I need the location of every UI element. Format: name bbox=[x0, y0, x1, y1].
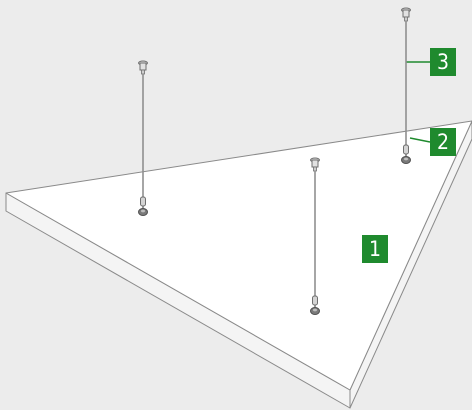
ceiling-fixing-body bbox=[402, 9, 410, 18]
ceiling-fixing-body bbox=[311, 159, 319, 168]
cable-gripper bbox=[140, 196, 146, 207]
leader-line-2 bbox=[409, 137, 431, 143]
panel-top-face bbox=[5, 120, 472, 391]
callout-badge-3: 3 bbox=[430, 48, 456, 76]
hanger-2 bbox=[310, 157, 320, 315]
panel-fixing-highlight bbox=[141, 209, 145, 213]
callout-badge-2: 2 bbox=[430, 128, 456, 156]
callout-badge-1: 1 bbox=[362, 235, 388, 263]
cable-gripper bbox=[403, 144, 409, 155]
callout-label-3: 3 bbox=[436, 49, 450, 74]
cable-gripper bbox=[312, 295, 318, 306]
hanger-group bbox=[138, 7, 411, 315]
ceiling-fixing-nozzle bbox=[141, 69, 145, 75]
ceiling-fixing-nozzle bbox=[404, 16, 408, 22]
panel-fixing-highlight bbox=[404, 157, 408, 161]
callout-label-1: 1 bbox=[368, 236, 382, 261]
panel-fixing-highlight bbox=[313, 308, 317, 312]
callout-label-2: 2 bbox=[436, 129, 450, 154]
ceiling-fixing-nozzle bbox=[313, 166, 317, 172]
hanger-1 bbox=[138, 60, 148, 216]
ceiling-fixing-body bbox=[139, 62, 147, 71]
hanger-3 bbox=[401, 7, 411, 164]
